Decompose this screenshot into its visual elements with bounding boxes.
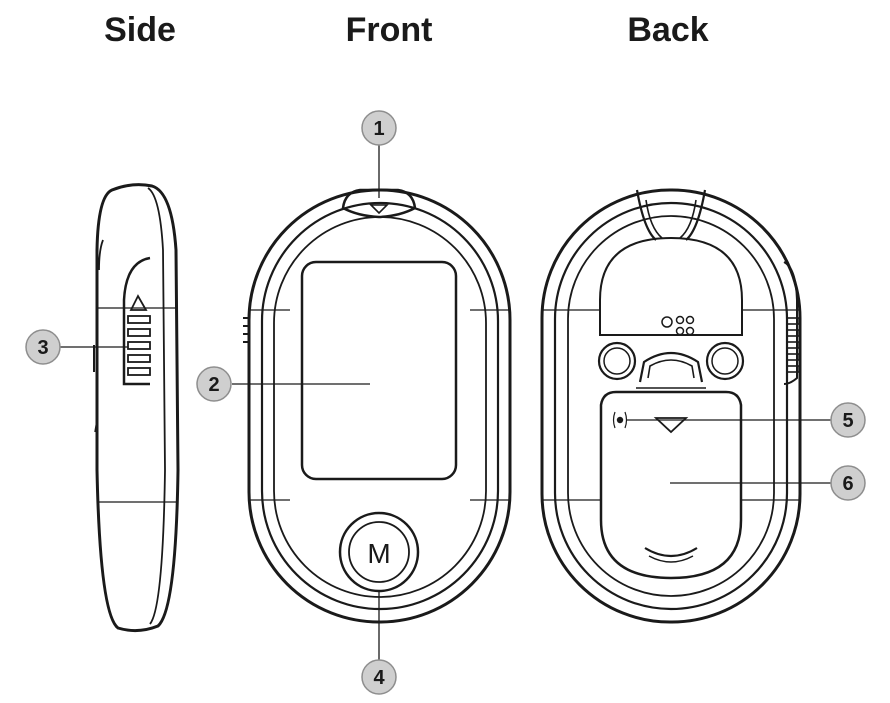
svg-text:5: 5 (842, 410, 853, 432)
side-view (93, 183, 180, 633)
callout-4: 4 (361, 659, 397, 695)
back-view (540, 188, 802, 624)
svg-text:4: 4 (373, 667, 385, 689)
view-title-front: Front (346, 11, 433, 49)
svg-text:6: 6 (842, 473, 853, 495)
svg-text:2: 2 (208, 374, 219, 396)
callout-5: 5 (830, 402, 866, 438)
front-view: M (243, 188, 512, 624)
view-title-side: Side (104, 11, 176, 49)
m-button-label: M (367, 538, 390, 569)
callout-6: 6 (830, 465, 866, 501)
callout-3: 3 (25, 329, 61, 365)
view-title-back: Back (627, 11, 708, 49)
callout-2: 2 (196, 366, 232, 402)
callout-1: 1 (361, 110, 397, 146)
svg-text:1: 1 (373, 118, 384, 140)
svg-text:3: 3 (37, 337, 48, 359)
